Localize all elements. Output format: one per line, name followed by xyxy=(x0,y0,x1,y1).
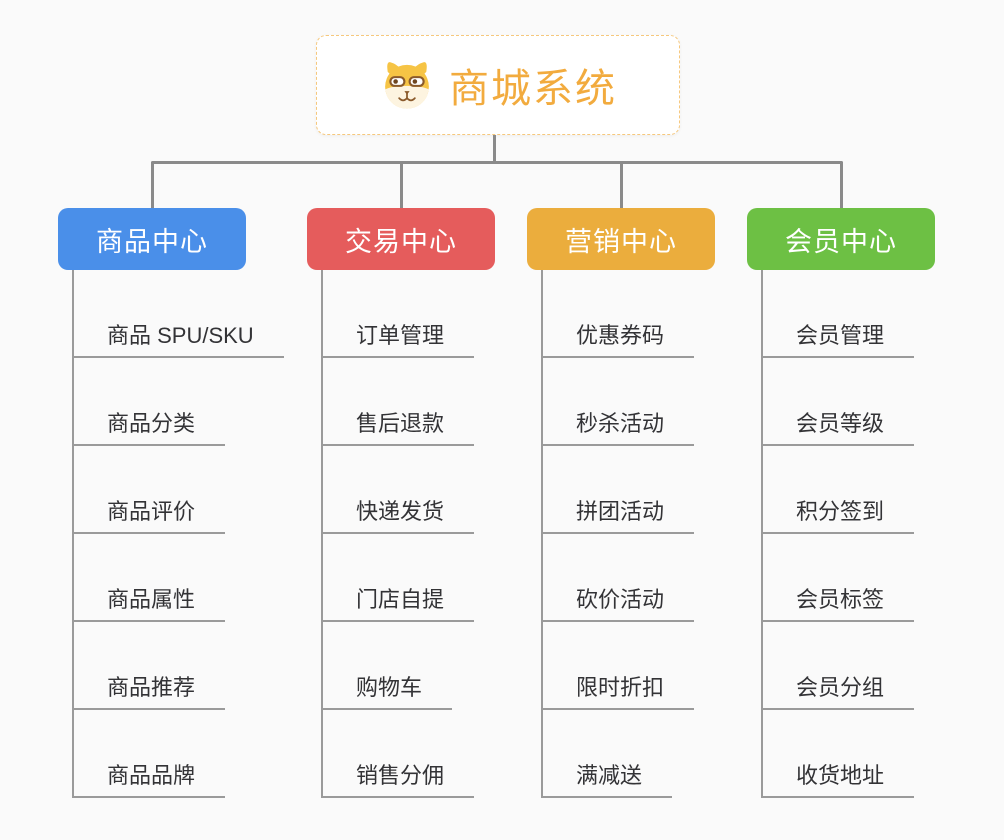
connector-drop-marketing xyxy=(620,162,623,208)
tree-item[interactable]: 满减送 xyxy=(543,710,673,798)
root-topic-label: 商城系统 xyxy=(449,67,617,111)
tree-item[interactable]: 商品属性 xyxy=(74,534,226,622)
tree-item[interactable]: 商品评价 xyxy=(74,446,226,534)
tree-item[interactable]: 拼团活动 xyxy=(543,446,695,534)
branch-item-list: 订单管理 售后退款 快递发货 门店自提 购物车 销售分佣 xyxy=(321,270,475,798)
tree-item[interactable]: 商品推荐 xyxy=(74,622,226,710)
tree-item[interactable]: 购物车 xyxy=(323,622,453,710)
branch-item-list: 会员管理 会员等级 积分签到 会员标签 会员分组 收货地址 xyxy=(761,270,915,798)
root-topic[interactable]: 商城系统 xyxy=(316,35,680,135)
branch-header-trade-center[interactable]: 交易中心 xyxy=(307,208,495,270)
tree-item[interactable]: 门店自提 xyxy=(323,534,475,622)
branch-item-list: 优惠券码 秒杀活动 拼团活动 砍价活动 限时折扣 满减送 xyxy=(541,270,695,798)
tree-item[interactable]: 限时折扣 xyxy=(543,622,695,710)
tree-item[interactable]: 收货地址 xyxy=(763,710,915,798)
branch-header-marketing-center[interactable]: 营销中心 xyxy=(527,208,715,270)
tree-item[interactable]: 售后退款 xyxy=(323,358,475,446)
tree-item[interactable]: 会员等级 xyxy=(763,358,915,446)
connector-drop-products xyxy=(151,162,154,208)
tree-item[interactable]: 商品品牌 xyxy=(74,710,226,798)
tree-item[interactable]: 积分签到 xyxy=(763,446,915,534)
tree-item[interactable]: 订单管理 xyxy=(323,270,475,358)
tree-item[interactable]: 砍价活动 xyxy=(543,534,695,622)
tree-item[interactable]: 快递发货 xyxy=(323,446,475,534)
branch-trade-center: 交易中心 订单管理 售后退款 快递发货 门店自提 购物车 销售分佣 xyxy=(307,208,495,798)
tree-item[interactable]: 商品分类 xyxy=(74,358,226,446)
branch-member-center: 会员中心 会员管理 会员等级 积分签到 会员标签 会员分组 收货地址 xyxy=(747,208,935,798)
tree-item[interactable]: 会员标签 xyxy=(763,534,915,622)
branch-item-list: 商品 SPU/SKU 商品分类 商品评价 商品属性 商品推荐 商品品牌 xyxy=(72,270,284,798)
branch-header-member-center[interactable]: 会员中心 xyxy=(747,208,935,270)
connector-root-stub xyxy=(493,135,496,163)
tree-item[interactable]: 秒杀活动 xyxy=(543,358,695,446)
branch-product-center: 商品中心 商品 SPU/SKU 商品分类 商品评价 商品属性 商品推荐 商品品牌 xyxy=(58,208,284,798)
connector-drop-trade xyxy=(400,162,403,208)
branch-marketing-center: 营销中心 优惠券码 秒杀活动 拼团活动 砍价活动 限时折扣 满减送 xyxy=(527,208,715,798)
tree-item[interactable]: 商品 SPU/SKU xyxy=(74,270,284,358)
tree-item[interactable]: 会员管理 xyxy=(763,270,915,358)
branch-header-product-center[interactable]: 商品中心 xyxy=(58,208,246,270)
tree-item[interactable]: 销售分佣 xyxy=(323,710,475,798)
dog-face-icon xyxy=(379,59,435,111)
tree-item[interactable]: 会员分组 xyxy=(763,622,915,710)
connector-horizontal-bar xyxy=(151,161,843,164)
connector-drop-members xyxy=(840,162,843,208)
tree-item[interactable]: 优惠券码 xyxy=(543,270,695,358)
